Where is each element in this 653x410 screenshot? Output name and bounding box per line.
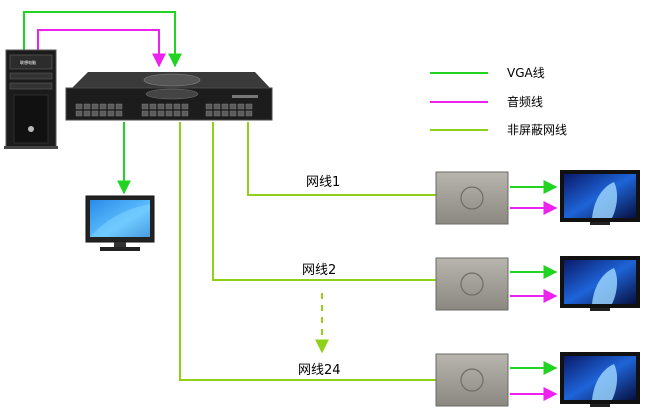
receiver-box-icon	[435, 171, 509, 225]
utp-cables	[179, 122, 436, 381]
cable-label-24: 网线24	[298, 363, 341, 378]
cable-label-2: 网线2	[302, 263, 336, 278]
cable-label-1: 网线1	[306, 175, 340, 190]
pc-to-switch-cables	[23, 11, 182, 68]
legend-label-utp: 非屏蔽网线	[507, 123, 567, 137]
receiver-box-icon	[435, 353, 509, 407]
receiver-box-icon	[435, 257, 509, 311]
display-screen-icon	[560, 170, 640, 225]
desktop-pc-icon: 联想电脑	[4, 49, 58, 149]
legend-label-audio: 音频线	[507, 94, 543, 109]
pc-brand-label: 联想电脑	[20, 59, 36, 65]
receiver-row-2	[435, 256, 640, 311]
receiver-row-24	[435, 352, 640, 407]
legend-label-vga: VGA线	[507, 66, 545, 80]
monitor-icon	[85, 195, 155, 251]
network-switch-icon	[65, 72, 273, 121]
display-screen-icon	[560, 352, 640, 407]
legend: VGA线 音频线 非屏蔽网线	[430, 66, 567, 137]
display-screen-icon	[560, 256, 640, 311]
receiver-row-1	[435, 170, 640, 225]
